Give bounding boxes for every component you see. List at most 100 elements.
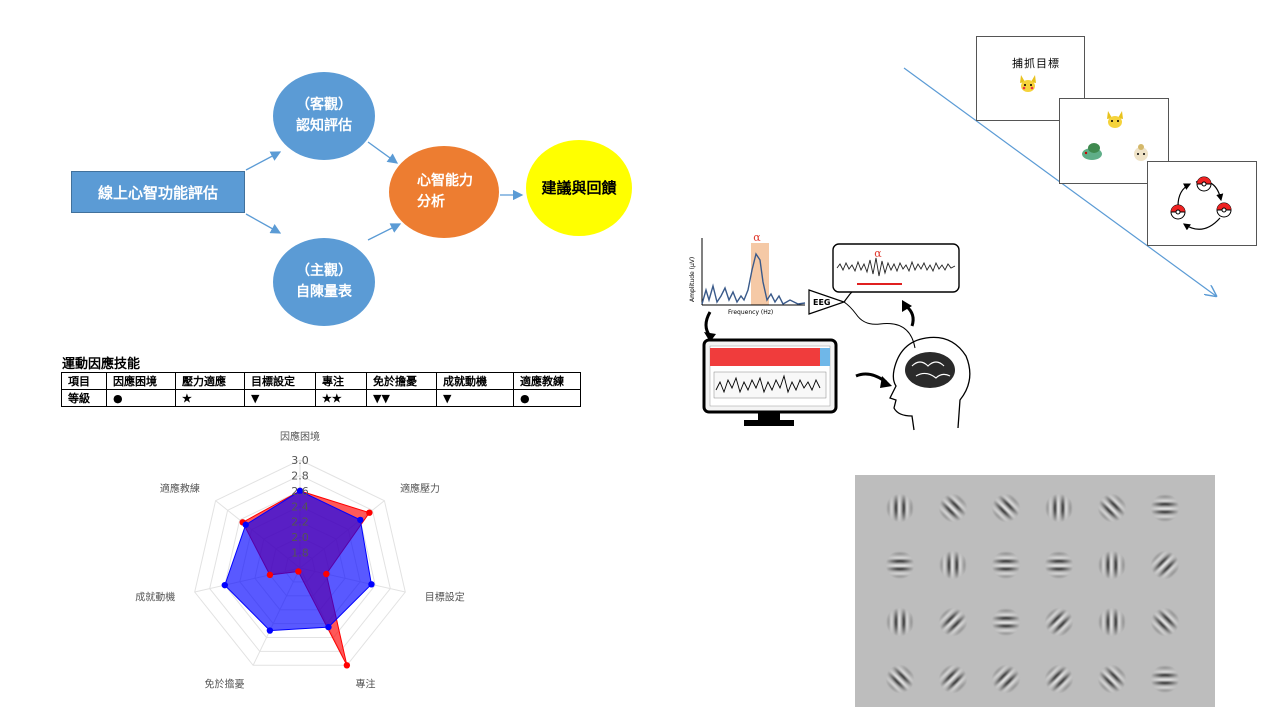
radar-tick-label: 2.6 bbox=[291, 485, 309, 498]
feedback-bar bbox=[710, 348, 820, 366]
brain-icon bbox=[905, 352, 955, 388]
gabor-patch bbox=[1097, 607, 1127, 637]
pokeball-icon bbox=[1170, 204, 1186, 220]
radar-axis-label: 成就動機 bbox=[135, 590, 175, 603]
green-creature-icon bbox=[1082, 143, 1102, 160]
gabor-patch bbox=[1037, 657, 1081, 701]
task-frame-title: 捕抓目標 bbox=[1012, 57, 1060, 70]
radar-data-point bbox=[357, 516, 364, 524]
alpha-label-raw: α bbox=[874, 247, 882, 260]
gabor-patch bbox=[938, 550, 968, 580]
eeg-amplifier bbox=[808, 289, 846, 315]
gabor-patch bbox=[1044, 493, 1074, 523]
gabor-patch bbox=[931, 486, 975, 530]
gabor-patch bbox=[984, 657, 1028, 701]
yellow-creature-icon bbox=[1107, 111, 1123, 128]
gabor-patch bbox=[1037, 600, 1081, 644]
radar-axis-label: 適應教練 bbox=[160, 482, 200, 495]
motor-level-cell: ★★ bbox=[315, 389, 367, 407]
gabor-patch bbox=[1090, 486, 1134, 530]
motor-level-cell: ▼▼ bbox=[366, 389, 437, 407]
yellow-creature-icon bbox=[1020, 75, 1036, 92]
feedback-node: 建議與回饋 bbox=[526, 140, 632, 236]
radar-tick-label: 3.0 bbox=[291, 454, 309, 467]
motor-level-cell: ● bbox=[513, 389, 581, 407]
radar-grid-ring bbox=[209, 474, 391, 652]
pokeball-icon bbox=[1216, 202, 1232, 218]
radar-tick-label: 1.8 bbox=[291, 547, 309, 560]
radar-data-point bbox=[323, 570, 330, 578]
spectrum-y-axis-label: Amplitude (μV) bbox=[689, 257, 696, 302]
motor-level-cell: ▼ bbox=[244, 389, 316, 407]
pokeball-cycle bbox=[1170, 176, 1232, 231]
gabor-patch bbox=[1150, 664, 1180, 694]
arrow-objective-analysis bbox=[367, 141, 399, 164]
arrow-subjective-analysis bbox=[367, 223, 402, 241]
gabor-patch bbox=[931, 600, 975, 644]
cream-creature-icon bbox=[1134, 144, 1148, 161]
gabor-patch bbox=[1143, 543, 1187, 587]
flow-start-box: 線上心智功能評估 bbox=[71, 171, 245, 213]
gabor-patch bbox=[1090, 657, 1134, 701]
radar-tick-label: 2.4 bbox=[291, 500, 309, 513]
motor-table-title: 運動因應技能 bbox=[62, 357, 141, 372]
objective-assessment-node: （客觀） 認知評估 bbox=[273, 72, 375, 160]
radar-data-point bbox=[368, 581, 375, 588]
motor-level-cell: ★ bbox=[175, 389, 245, 407]
radar-chart: 1.82.02.22.42.62.83.0因應困境適應壓力目標設定專注免於擔憂成… bbox=[135, 430, 465, 690]
gabor-patch bbox=[1097, 550, 1127, 580]
gabor-patch bbox=[1044, 550, 1074, 580]
flow-start-label: 線上心智功能評估 bbox=[97, 183, 218, 202]
radar-data-point bbox=[295, 568, 302, 575]
amplifier-label: EEG bbox=[813, 298, 831, 307]
gabor-patch bbox=[931, 657, 975, 701]
motor-header-cell: 因應困境 bbox=[106, 372, 176, 390]
feedback-label: 建議與回饋 bbox=[541, 178, 617, 197]
task-frame-3 bbox=[1147, 161, 1257, 246]
gabor-patch bbox=[1150, 493, 1180, 523]
gabor-patch bbox=[991, 607, 1021, 637]
gabor-patch bbox=[885, 607, 915, 637]
motor-header-cell: 專注 bbox=[315, 372, 367, 390]
arrow-start-subjective bbox=[245, 213, 282, 234]
gabor-patch bbox=[878, 657, 922, 701]
eeg-diagram: α Amplitude (μV) Frequency (Hz) EEG α bbox=[689, 231, 971, 431]
radar-data-point bbox=[221, 581, 228, 589]
objective-line2: 認知評估 bbox=[296, 118, 352, 134]
motor-header-cell: 成就動機 bbox=[436, 372, 514, 390]
spectrum-x-axis-label: Frequency (Hz) bbox=[728, 309, 773, 316]
gabor-patch-grid bbox=[855, 475, 1215, 707]
alpha-label-spectrum: α bbox=[753, 231, 761, 244]
motor-table-header-row: 項目 因應困境 壓力適應 目標設定 專注 免於擔憂 成就動機 適應教練 bbox=[61, 372, 581, 390]
radar-data-point bbox=[296, 487, 304, 495]
radar-axis-label: 專注 bbox=[356, 677, 376, 690]
motor-table: 項目 因應困境 壓力適應 目標設定 專注 免於擔憂 成就動機 適應教練 等級 ●… bbox=[61, 372, 581, 407]
radar-axis-label: 免於擔憂 bbox=[204, 677, 244, 690]
radar-axis-label: 適應壓力 bbox=[400, 482, 440, 495]
gabor-patch bbox=[984, 486, 1028, 530]
motor-header-cell: 適應教練 bbox=[513, 372, 581, 390]
pokeball-icon bbox=[1196, 176, 1212, 192]
head-profile bbox=[889, 336, 971, 431]
radar-grid-ring bbox=[194, 459, 406, 666]
radar-data-point bbox=[266, 571, 274, 579]
radar-axis-label: 目標設定 bbox=[425, 590, 465, 603]
radar-data-point bbox=[366, 509, 373, 516]
radar-tick-label: 2.8 bbox=[291, 469, 309, 482]
analysis-node: 心智能力 分析 bbox=[389, 146, 499, 238]
objective-line1: （客觀） bbox=[296, 97, 352, 113]
gabor-patch bbox=[1143, 600, 1187, 644]
flow-arrows bbox=[245, 141, 524, 241]
radar-data-point bbox=[325, 623, 332, 631]
radar-data-point bbox=[242, 521, 249, 528]
raw-eeg-trace bbox=[836, 257, 956, 277]
gabor-patch bbox=[885, 493, 915, 523]
radar-grid-ring bbox=[224, 490, 376, 638]
radar-axis-label: 因應困境 bbox=[280, 430, 320, 443]
arrow-start-objective bbox=[245, 151, 282, 171]
spectrum-line bbox=[701, 252, 806, 305]
motor-header-cell: 項目 bbox=[61, 372, 107, 390]
radar-data-point bbox=[266, 627, 274, 634]
analysis-line2: 分析 bbox=[417, 194, 445, 210]
radar-tick-label: 2.0 bbox=[291, 531, 309, 544]
